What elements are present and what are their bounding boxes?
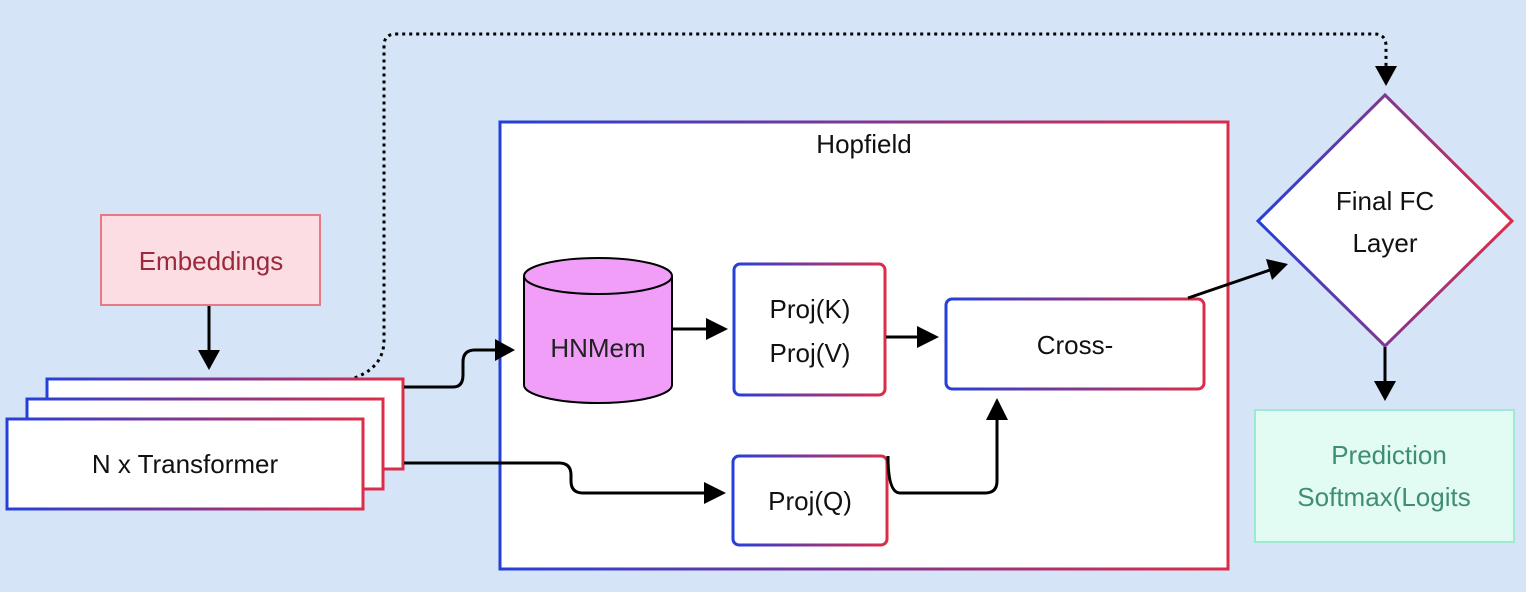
transformer-label: N x Transformer [92,449,279,479]
hnmem-cylinder: HNMem [523,257,673,404]
final-fc-line1: Final FC [1336,186,1434,216]
transformer-stack: N x Transformer [5,377,405,511]
embeddings-label: Embeddings [139,246,284,276]
arrowhead [706,318,728,340]
cross-attention-box: Cross- [944,297,1206,391]
prediction-line2: Softmax(Logits [1297,482,1470,512]
arrowhead [986,398,1008,420]
arrowhead [495,339,515,361]
projv-label: Proj(V) [770,338,851,368]
transformer-to-projq-arrow [404,461,706,495]
final-fc-diamond: Final FC Layer [1255,92,1515,349]
arrowhead [1266,259,1288,280]
projq-label: Proj(Q) [768,486,852,516]
arrowhead [917,326,939,348]
arrowhead [198,350,220,370]
prediction-box: Prediction Softmax(Logits [1254,409,1515,543]
skip-connection-dotted [347,32,1388,382]
projk-label: Proj(K) [770,294,851,324]
hnmem-label: HNMem [550,333,645,363]
arrowhead [704,482,726,504]
cross-label: Cross- [1037,330,1114,360]
projq-to-cross-arrow [886,418,999,495]
final-fc-line2: Layer [1352,228,1417,258]
embeddings-box: Embeddings [100,214,321,306]
projkv-box: Proj(K) Proj(V) [732,262,887,397]
skip-arrowhead [1375,66,1397,86]
transformer-to-hnmem-arrow [404,348,496,389]
prediction-line1: Prediction [1331,440,1447,470]
projq-box: Proj(Q) [731,454,889,547]
hopfield-title: Hopfield [816,129,911,159]
cross-to-finalfc-arrow [1187,268,1271,300]
arrowhead [1374,381,1396,401]
